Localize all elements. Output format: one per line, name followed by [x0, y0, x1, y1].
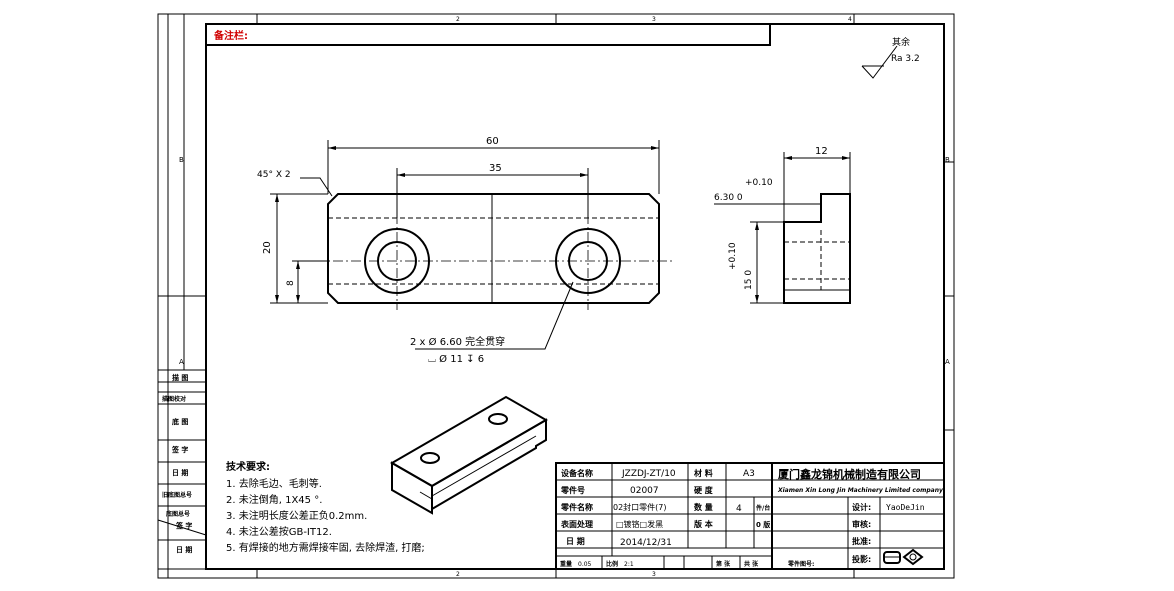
material-label: 材 料: [694, 468, 713, 478]
check-label: 审核:: [852, 519, 871, 529]
zone-mark-side-b: B: [179, 156, 184, 164]
qty-unit: 件/台: [756, 504, 770, 512]
material-value: A3: [743, 469, 755, 479]
title-block-grid: [555, 462, 945, 570]
side-view-outline: [783, 193, 851, 304]
zone-mark-top-2: 2: [456, 16, 460, 23]
version-label: 版 本: [693, 519, 713, 529]
remark-label: 备注栏:: [213, 29, 248, 42]
dim-side-height-tol: +0.10: [728, 242, 738, 270]
left-strip-label: 日 期: [172, 468, 188, 477]
tech-req-item: 2. 未注倒角, 1X45 °.: [226, 493, 322, 506]
zone-mark-side-b-right: B: [945, 156, 950, 164]
left-strip-label: 签 字: [171, 445, 188, 454]
weight-value: 0.05: [578, 561, 592, 568]
roughness-symbol: [861, 45, 898, 79]
surface-value: □镀铬□发黑: [616, 519, 663, 529]
left-strip-label: 旧底图总号: [162, 491, 192, 499]
roughness-value: Ra 3.2: [891, 54, 920, 64]
zone-mark-bottom-2: 2: [456, 571, 460, 578]
counterbore-right: [555, 228, 621, 294]
projection-label: 投影:: [852, 554, 871, 564]
left-strip-label: 描图校对: [162, 395, 186, 403]
zone-mark-top-3: 3: [652, 16, 656, 23]
dim-slot-tol: +0.10: [745, 178, 773, 188]
tech-req-item: 5. 有焊接的地方需焊接牢固, 去除焊渣, 打磨;: [226, 541, 425, 554]
part-name-value: 02封口零件(7): [613, 502, 667, 512]
zone-mark-side-a-right: A: [945, 358, 950, 366]
weight-label: 重量: [560, 560, 572, 568]
zone-mark-top-4: 4: [848, 16, 852, 23]
tech-req-item: 3. 未注明长度公差正负0.2mm.: [226, 509, 367, 522]
front-view-outline: [327, 193, 660, 304]
part-no-label: 零件号: [560, 485, 585, 495]
dim-hole-offset: 8: [286, 280, 296, 286]
hole-right: [568, 241, 608, 281]
hardness-label: 硬 度: [694, 485, 714, 495]
counterbore-left: [364, 228, 430, 294]
zone-mark-bottom-3: 3: [652, 571, 656, 578]
dim-side-width: 12: [815, 146, 828, 157]
part-no-value: 02007: [630, 486, 659, 496]
tech-req-item: 4. 未注公差按GB-IT12.: [226, 525, 332, 538]
design-label: 设计:: [852, 502, 871, 512]
date-value: 2014/12/31: [620, 538, 672, 548]
tech-req-title: 技术要求:: [226, 460, 270, 473]
company-name-cn: 厦门鑫龙锦机械制造有限公司: [778, 467, 921, 481]
qty-label: 数 量: [694, 502, 713, 512]
left-strip-label: 日 期: [176, 545, 192, 554]
hole-note-line1: 2 x Ø 6.60 完全贯穿: [410, 335, 505, 348]
dim-hole-spacing: 35: [489, 163, 502, 174]
company-name-en: Xiamen Xin Long Jin Machinery Limited co…: [777, 487, 944, 494]
dim-slot-width: 6.30 0: [714, 193, 743, 203]
iso-hole-left: [420, 452, 440, 464]
left-strip: [157, 369, 207, 570]
date-label: 日 期: [566, 536, 585, 546]
tech-req-item: 1. 去除毛边、毛刺等.: [226, 477, 322, 490]
side-view: [714, 152, 851, 304]
dim-chamfer: 45° X 2: [257, 170, 291, 180]
qty-value: 4: [736, 504, 742, 514]
dim-height: 20: [262, 241, 273, 254]
hole-left: [377, 241, 417, 281]
dim-side-height: 15 0: [744, 270, 754, 290]
equip-name-value: JZZDJ-ZT/10: [621, 469, 676, 479]
sheet-total-label: 共 张: [744, 560, 759, 568]
left-strip-label: 底 图: [172, 417, 188, 426]
scale-label: 比例: [606, 560, 618, 568]
part-name-label: 零件名称: [560, 502, 593, 512]
equip-name-label: 设备名称: [561, 468, 593, 478]
sheet-label: 第 张: [715, 560, 731, 568]
left-strip-label: 描 图: [172, 373, 188, 382]
left-strip-label: 签 字: [175, 521, 192, 530]
hole-note-line2: ⌴ Ø 11 ↧ 6: [428, 353, 484, 365]
left-strip-label: 底图总号: [166, 510, 190, 518]
surface-label: 表面处理: [560, 519, 593, 529]
part-drawing-no-label: 零件图号:: [787, 560, 814, 568]
projection-symbol-icon: [883, 548, 924, 566]
iso-hole-right: [488, 413, 508, 425]
designer-value: YaoDeJin: [886, 503, 925, 512]
zone-mark-side-a: A: [179, 358, 184, 366]
dim-length: 60: [486, 136, 499, 147]
approve-label: 批准:: [852, 536, 871, 546]
front-dimensions: [270, 140, 660, 350]
isometric-view: [389, 395, 549, 515]
version-unit: 0 版: [756, 520, 770, 529]
scale-value: 2:1: [624, 561, 634, 568]
roughness-label: 其余: [892, 36, 910, 48]
front-view: [315, 193, 672, 310]
remark-strip: [205, 23, 771, 46]
